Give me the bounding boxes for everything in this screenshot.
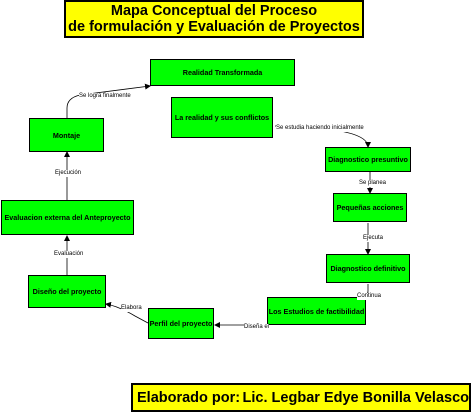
link-montaje-realidad (66, 83, 151, 118)
label-se-estudia: Se estudia haciendo inicialmente (276, 125, 364, 132)
credit-box: Elaborado por: Lic. Legbar Edye Bonilla … (131, 383, 471, 412)
label-elabora: Elabora (121, 305, 142, 312)
node-diseno-proyecto: Diseño del proyecto (28, 275, 106, 308)
title-line-1: Mapa Conceptual del Proceso (110, 3, 318, 19)
node-perfil-proyecto: Perfil del proyecto (148, 308, 214, 339)
label-ejecuta: Ejecuta (363, 235, 384, 242)
node-evaluacion-externa: Evaluacion externa del Anteproyecto (1, 200, 134, 235)
title-box: Mapa Conceptual del Proceso de formulaci… (64, 0, 364, 38)
node-realidad-conflictos: La realidad y sus conflictos (171, 97, 273, 138)
credit-author: Lic. Legbar Edye Bonilla Velasco (242, 389, 469, 406)
node-diagnostico-definitivo: Diagnostico definitivo (326, 254, 410, 283)
node-estudios-factibilidad: Los Estudios de factibilidad (267, 297, 366, 325)
title-line-2: de formulación y Evaluación de Proyectos (68, 19, 360, 35)
label-evaluacion: Evaluación (54, 251, 84, 258)
label-continua: Continua (357, 293, 382, 300)
node-pequenas-acciones: Pequeñas acciones (333, 193, 407, 222)
label-se-logra: Se logra finalmente (79, 93, 131, 100)
node-realidad-transformada: Realidad Transformada (150, 59, 295, 86)
label-disena-el: Diseña el (244, 324, 270, 331)
node-montaje: Montaje (29, 118, 104, 152)
label-se-planea: Se planea (359, 180, 387, 187)
credit-label: Elaborado por: (137, 389, 241, 406)
label-ejecucion: Ejecución (55, 170, 82, 177)
node-diagnostico-presuntivo: Diagnostico presuntivo (325, 147, 411, 172)
